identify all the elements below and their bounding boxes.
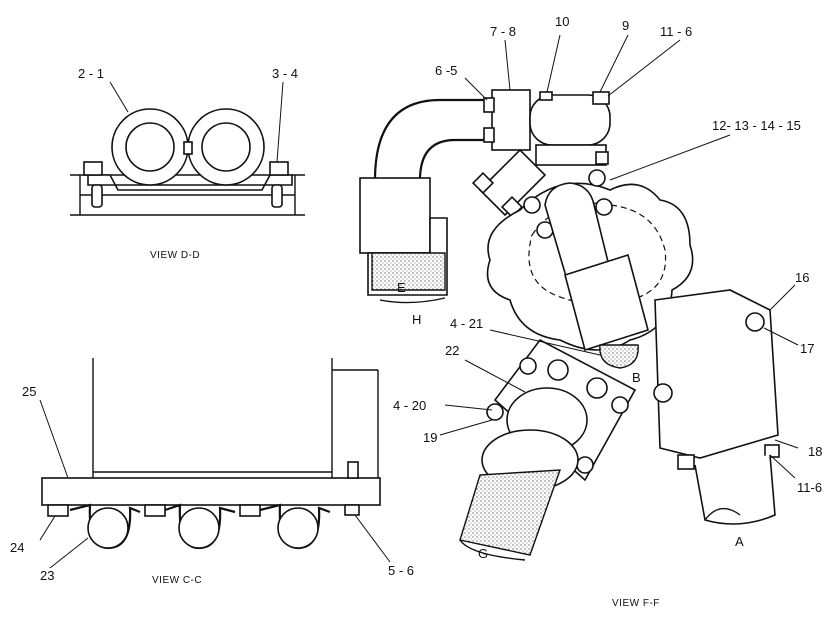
callout-3-4: 3 - 4 xyxy=(272,66,298,81)
view-cc-caption: VIEW C-C xyxy=(152,575,202,586)
callout-10: 10 xyxy=(555,14,569,29)
view-dd-drawing xyxy=(70,81,305,216)
callout-16: 16 xyxy=(795,270,809,285)
callout-12-13-14-15: 12- 13 - 14 - 15 xyxy=(712,118,801,133)
callout-11-6-bottom: 11-6 xyxy=(797,480,822,495)
callout-9: 9 xyxy=(622,18,629,33)
view-ff-drawing xyxy=(359,34,799,561)
view-ff-caption: VIEW F-F xyxy=(612,598,660,609)
view-cc-drawing xyxy=(39,358,391,569)
callout-18: 18 xyxy=(808,444,822,459)
callout-2-1: 2 - 1 xyxy=(78,66,104,81)
callout-25: 25 xyxy=(22,384,36,399)
view-dd-caption: VIEW D-D xyxy=(150,250,200,261)
port-label-g: G xyxy=(478,546,488,561)
callout-22: 22 xyxy=(445,343,459,358)
port-label-h: H xyxy=(412,312,421,327)
callout-5-6: 5 - 6 xyxy=(388,563,414,578)
port-label-a: A xyxy=(735,534,744,549)
port-label-b: B xyxy=(632,370,641,385)
callout-4-21: 4 - 21 xyxy=(450,316,483,331)
callout-19: 19 xyxy=(423,430,437,445)
callout-24: 24 xyxy=(10,540,24,555)
callout-23: 23 xyxy=(40,568,54,583)
callout-6-5: 6 -5 xyxy=(435,63,457,78)
callout-4-20: 4 - 20 xyxy=(393,398,426,413)
port-label-e: E xyxy=(397,280,406,295)
callout-11-6-top: 11 - 6 xyxy=(660,24,692,39)
callout-17: 17 xyxy=(800,341,814,356)
callout-7-8: 7 - 8 xyxy=(490,24,516,39)
